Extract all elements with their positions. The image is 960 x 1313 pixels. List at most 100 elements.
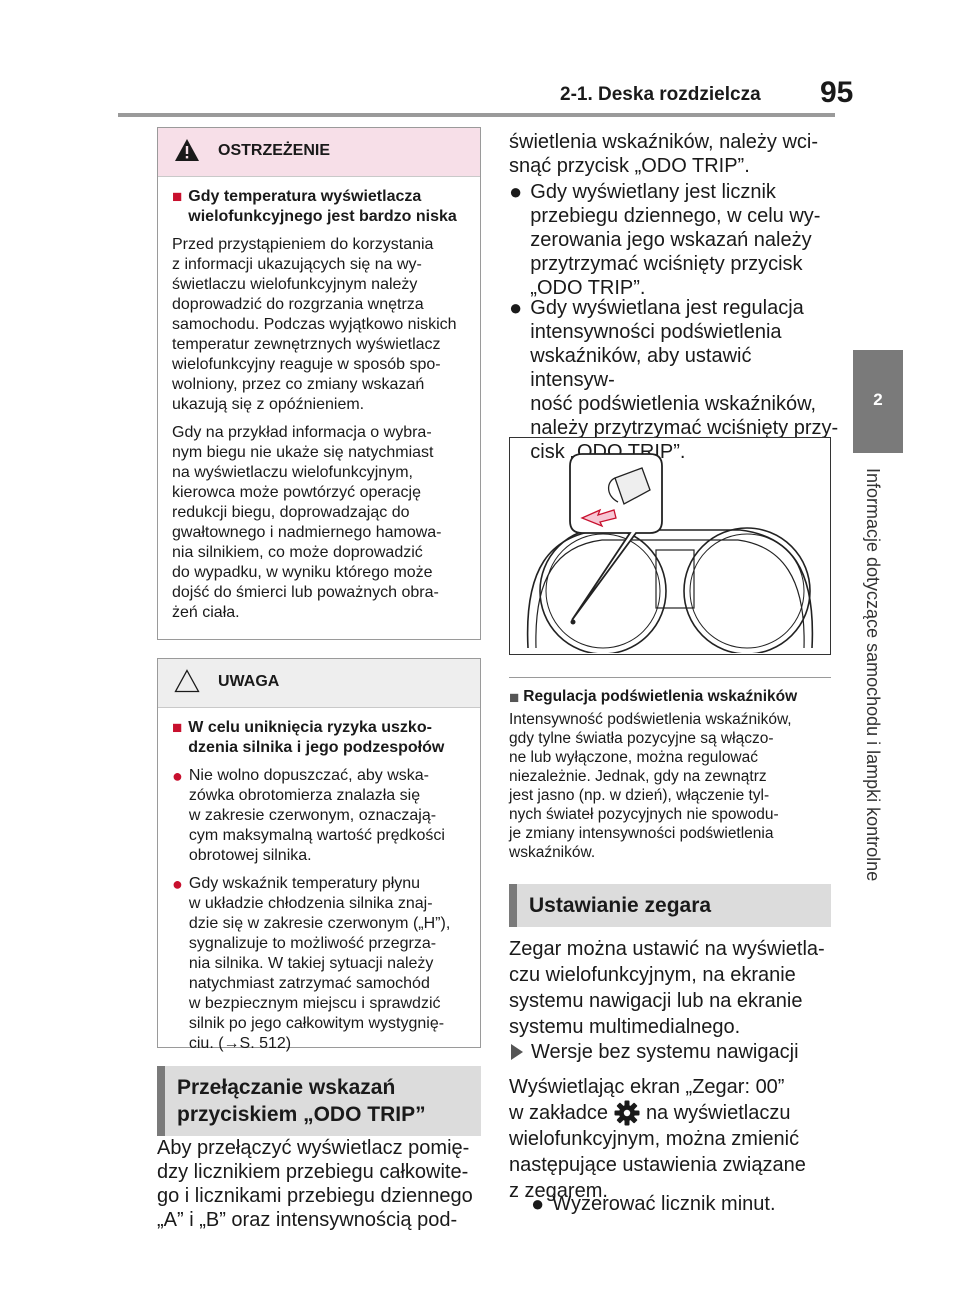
text-line: systemu nawigacji lub na ekranie [509, 990, 803, 1012]
text-line: Gdy wyświetlany jest licznik [530, 181, 776, 203]
text-line: w bezpiecznym miejscu i sprawdzić [188, 995, 441, 1012]
variant-label: Wersje bez systemu nawigacji [511, 1040, 799, 1064]
square-bullet-icon: ■ [509, 688, 520, 707]
right-continuation: świetlenia wskaźników, należy wci-snąć p… [509, 130, 839, 178]
section2-text: Zegar można ustawić na wyświetla-czu wie… [509, 936, 839, 1040]
text-line: gwałtownego i nadmiernego hamowa- [172, 524, 442, 541]
text-line: przytrzymać wciśnięty przycisk [530, 253, 803, 275]
text-line: w układzie chłodzenia silnika znaj- [188, 895, 433, 912]
warning-paragraph-2: Gdy na przykład informacja o wybra-nym b… [172, 423, 466, 623]
text-line: wskaźników. [509, 844, 596, 861]
text-line: „ODO TRIP”. [530, 277, 646, 299]
text-line: temperatur zewnętrznych wyświetlacz [172, 336, 441, 353]
text-line: wskaźników, aby ustawić intensyw- [530, 345, 752, 391]
bullet-dot-icon: ● [172, 874, 183, 894]
text-line: następujące ustawienia związane [509, 1154, 806, 1176]
section2-text2: Wyświetlając ekran „Zegar: 00” w zakładc… [509, 1074, 839, 1204]
warning-paragraph-1: Przed przystąpieniem do korzystania z inf… [172, 235, 466, 415]
text-line: Nie wolno dopuszczać, aby wska- [188, 767, 429, 784]
text-line: Gdy wyświetlana jest regulacja [530, 297, 804, 319]
text-line: nia silnikiem, co może doprowadzić [172, 544, 423, 561]
text-line: silnik po jego całkowitym wystygnię- [188, 1015, 445, 1032]
text-line: świetlenia wskaźników, należy wci- [509, 131, 819, 153]
text-line: w zakresie czerwonym, oznaczają- [188, 807, 437, 824]
text-line: Zegar można ustawić na wyświetla- [509, 938, 825, 960]
text-line: wielofunkcyjnym, można zmienić [509, 1128, 800, 1150]
gear-icon [614, 1100, 640, 1126]
square-bullet-icon: ■ [172, 187, 183, 206]
section1-text: Aby przełączyć wyświetlacz pomię-dzy lic… [157, 1136, 487, 1232]
text-line: zówka obrotomierza znalazła się [188, 787, 421, 804]
right-triangle-icon [511, 1044, 523, 1060]
text-line: doprowadzić do rozgrzania wnętrza [172, 296, 424, 313]
square-bullet-icon: ■ [172, 718, 183, 737]
notice-header: UWAGA [158, 659, 480, 708]
bullet-dot-icon: ● [531, 1191, 545, 1216]
text-line: „A” i „B” oraz intensywnością pod- [157, 1209, 458, 1231]
text-line: dojść do śmierci lub poważnych obra- [172, 584, 439, 601]
text-line: dzie się w zakresie czerwonym („H”), [188, 915, 451, 932]
notice-bullet-1: ● Nie wolno dopuszczać, aby wska-zówka ob… [172, 766, 466, 866]
text-line: ne lub wyłączone, można regulować [509, 749, 758, 766]
warning-triangle-icon [175, 139, 199, 161]
text-line: do wypadku, w wyniku którego może [172, 564, 433, 581]
bullet-dot-icon: ● [172, 766, 183, 786]
divider [509, 677, 831, 678]
chapter-tab: 2 [853, 350, 903, 453]
text-line: nia silnika. W takiej sytuacji należy [188, 955, 434, 972]
notice-subheading: ■ W celu uniknięcia ryzyka uszko-dzenia … [172, 718, 445, 756]
text-line: systemu multimedialnego. [509, 1016, 741, 1038]
text-line: go i licznikami przebiegu dziennego [157, 1185, 473, 1207]
page-number: 95 [820, 76, 854, 109]
text-line: cym maksymalną wartość prędkości [188, 827, 445, 844]
subsection-title: ■Regulacja podświetlenia wskaźników [509, 688, 798, 707]
text-line: zerowania jego wskazań należy [530, 229, 812, 251]
text-line: nych świateł pozycyjnych nie spowodu- [509, 806, 779, 823]
text-line: sygnalizuje to możliwość przegrza- [188, 935, 437, 952]
bullet-dot-icon: ● [509, 179, 523, 204]
chapter-title: Informacje dotyczące samochodu i lampki … [863, 468, 883, 882]
text-line: świetlaczu wielofunkcyjnym należy [172, 276, 418, 293]
text-line: ność podświetlenia wskaźników, [530, 393, 816, 415]
text-line: jest jasno (np. w dzień), włączenie tyl- [509, 787, 770, 804]
header-title: 2-1. Deska rozdzielcza [560, 84, 761, 105]
warning-box: OSTRZEŻENIE ■ Gdy temperatura wyświetlac… [157, 127, 481, 640]
text-line: należy przytrzymać wciśnięty przy- [530, 417, 839, 439]
text-line: intensywności podświetlenia [530, 321, 782, 343]
text-line: Przed przystąpieniem do korzystania [172, 236, 434, 253]
warning-header: OSTRZEŻENIE [158, 128, 480, 177]
notice-title: UWAGA [218, 673, 280, 690]
text-line: redukcji biegu, doprowadzając do [172, 504, 410, 521]
text-line: natychmiast zatrzymać samochód [188, 975, 430, 992]
text-line: z informacji ukazujących się na wy- [172, 256, 422, 273]
subsection-text: Intensywność podświetlenia wskaźników, gd… [509, 710, 839, 862]
notice-bullet-2: ● Gdy wskaźnik temperatury płynu w układzi… [172, 874, 466, 1054]
text-line: samochodu. Podczas wyjątkowo niskich [172, 316, 457, 333]
section-heading-clock: Ustawianie zegara [509, 884, 831, 927]
chapter-number: 2 [873, 390, 883, 409]
text-line: żeń ciała. [172, 604, 240, 621]
bullet-dot-icon: ● [509, 295, 523, 320]
text-line: ukazują się z opóźnieniem. [172, 396, 365, 413]
odo-trip-button-diagram [526, 453, 814, 655]
text-line: Intensywność podświetlenia wskaźników, [509, 711, 792, 728]
warning-title: OSTRZEŻENIE [218, 142, 331, 159]
text-line: gdy tylne światła pozycyjne są włączo- [509, 730, 774, 747]
caution-triangle-icon [174, 669, 200, 693]
text-line: Gdy wskaźnik temperatury płynu [188, 875, 421, 892]
section-heading-odo-trip: Przełączanie wskazań przyciskiem „ODO TR… [157, 1066, 481, 1136]
text-line: dzy licznikiem przebiegu całkowite- [157, 1161, 469, 1183]
notice-box: UWAGA ■ W celu uniknięcia ryzyka uszko-d… [157, 658, 481, 1052]
text-line: kierowca może powtórzyć operację [172, 484, 421, 501]
text-line: wielofunkcyjny reaguje w sposób spo- [172, 356, 441, 373]
text-line: niezależnie. Jednak, gdy na zewnątrz [509, 768, 767, 785]
instrument-cluster-illustration [509, 437, 831, 655]
text-line: je zmiany intensywności podświetlenia [509, 825, 774, 842]
text-line: na wyświetlaczu wielofunkcyjnym, [172, 464, 413, 481]
text-line: ciu. (→S. 512) [188, 1035, 292, 1052]
text-line: obrotowej silnika. [188, 847, 312, 864]
clock-bullet: ●Wyzerować licznik minut. [531, 1191, 776, 1216]
text-line: Aby przełączyć wyświetlacz pomię- [157, 1137, 470, 1159]
